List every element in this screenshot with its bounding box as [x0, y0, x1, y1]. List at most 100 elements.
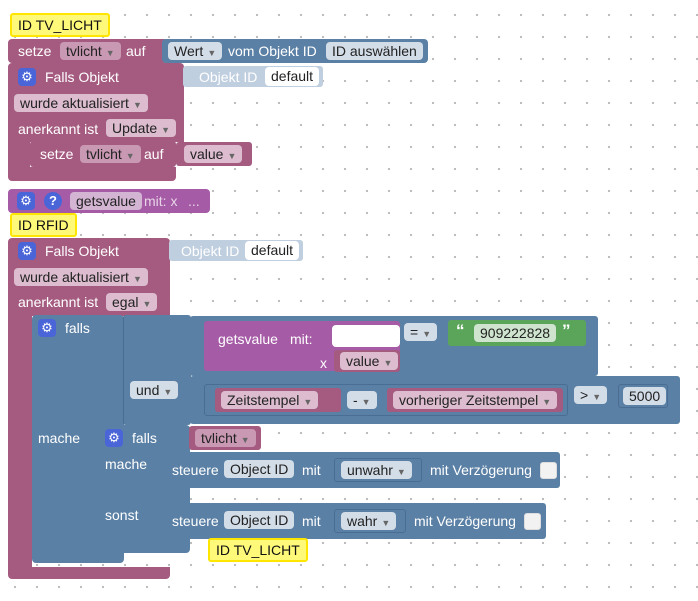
- trigger-value: wurde aktualisiert: [20, 269, 129, 285]
- vom-objekt-label: vom Objekt ID: [228, 43, 317, 59]
- mache-label: mache: [38, 430, 81, 446]
- value-name: value: [190, 146, 224, 162]
- triangle-down-icon: ▼: [132, 274, 142, 284]
- variable-dropdown[interactable]: tvlicht▼: [80, 145, 141, 163]
- function-ellipsis: ...: [188, 193, 200, 209]
- gear-icon[interactable]: ⚙: [105, 429, 123, 447]
- number-block[interactable]: 5000: [618, 384, 668, 408]
- objekt-id-block[interactable]: Objekt ID default: [183, 66, 323, 87]
- objekt-id-label: Objekt ID: [181, 243, 240, 259]
- falls-objekt-label: Falls Objekt: [45, 69, 119, 85]
- triangle-down-icon: ▼: [125, 151, 135, 161]
- triangle-down-icon: ▼: [132, 100, 142, 110]
- get-value-block[interactable]: Wert▼ vom Objekt ID ID auswählen: [162, 39, 428, 63]
- text-value[interactable]: 909222828: [474, 324, 557, 342]
- value-dropdown[interactable]: value▼: [184, 145, 243, 163]
- question-icon[interactable]: ?: [44, 192, 62, 210]
- objekt-id-label: Objekt ID: [199, 69, 258, 85]
- trigger-body: wurde aktualisiert▼ anerkannt ist egal▼: [8, 264, 170, 316]
- trigger-dropdown[interactable]: wurde aktualisiert▼: [14, 268, 148, 286]
- anerkannt-label: anerkannt ist: [18, 121, 99, 137]
- delay-checkbox[interactable]: [524, 513, 541, 530]
- steuere-label: steuere: [172, 462, 219, 478]
- minus-dropdown[interactable]: -▼: [347, 391, 377, 409]
- quote-close: ”: [562, 321, 571, 340]
- vorheriger-zeitstempel-block[interactable]: vorheriger Zeitstempel▼: [387, 388, 563, 412]
- triangle-down-icon: ▼: [142, 299, 152, 309]
- variable-name: tvlicht: [66, 43, 102, 59]
- anerkannt-label: anerkannt ist: [18, 294, 99, 310]
- trigger-header[interactable]: ⚙ Falls Objekt: [8, 238, 170, 264]
- zeitstempel-block[interactable]: Zeitstempel▼: [215, 388, 341, 412]
- triangle-down-icon: ▼: [396, 467, 406, 477]
- anerkannt-value: egal: [112, 294, 139, 310]
- mit-label: mit: [302, 513, 321, 529]
- vorheriger-zeitstempel-dropdown[interactable]: vorheriger Zeitstempel▼: [393, 391, 558, 409]
- condition-variable-block[interactable]: tvlicht▼: [189, 426, 261, 450]
- value-block[interactable]: value▼: [334, 350, 400, 372]
- id-auswaehlen-button[interactable]: ID auswählen: [326, 42, 423, 60]
- inner-sonst-label: sonst: [105, 507, 139, 523]
- triangle-down-icon: ▼: [422, 329, 432, 339]
- gear-icon[interactable]: ⚙: [18, 68, 36, 86]
- zeitstempel-dropdown[interactable]: Zeitstempel▼: [221, 391, 319, 409]
- comment-tv-licht-bottom[interactable]: ID TV_LICHT: [208, 538, 308, 562]
- triangle-down-icon: ▼: [163, 387, 173, 397]
- inner-setze-block[interactable]: setze tvlicht▼ auf: [30, 141, 176, 167]
- steuere-block[interactable]: steuere Object ID mit unwahr▼ mit Verzög…: [162, 452, 560, 488]
- and-block[interactable]: und▼: [123, 315, 191, 425]
- gear-icon[interactable]: ⚙: [17, 192, 35, 210]
- objekt-id-block[interactable]: Objekt ID default: [169, 240, 303, 261]
- tvlicht-dropdown[interactable]: tvlicht▼: [195, 429, 256, 447]
- function-call-block[interactable]: getsvalue mit: x value▼: [204, 321, 400, 372]
- steuere-block[interactable]: steuere Object ID mit wahr▼ mit Verzöger…: [162, 503, 546, 539]
- wert-dropdown[interactable]: Wert▼: [168, 42, 223, 60]
- function-args: mit: x: [144, 193, 178, 209]
- comment-tv-licht-top[interactable]: ID TV_LICHT: [10, 13, 110, 37]
- trigger-header[interactable]: ⚙ Falls Objekt: [8, 63, 184, 89]
- inner-falls-label: falls: [132, 430, 157, 446]
- trigger-spine: [8, 141, 30, 168]
- objekt-id-value[interactable]: default: [265, 67, 320, 86]
- delay-label: mit Verzögerung: [430, 462, 532, 478]
- object-id-button[interactable]: Object ID: [224, 460, 295, 478]
- triangle-down-icon: ▼: [592, 392, 602, 402]
- boolean-dropdown[interactable]: unwahr▼: [341, 461, 412, 479]
- mit-label: mit: [302, 462, 321, 478]
- compare-greater-block[interactable]: Zeitstempel▼ -▼ vorheriger Zeitstempel▼ …: [190, 376, 680, 424]
- triangle-down-icon: ▼: [105, 48, 115, 58]
- and-dropdown[interactable]: und▼: [130, 381, 179, 399]
- value-name: value: [346, 353, 380, 369]
- trigger-spine: [8, 315, 32, 569]
- value-dropdown[interactable]: value▼: [340, 352, 399, 370]
- gear-icon[interactable]: ⚙: [18, 242, 36, 260]
- compare-equal-block[interactable]: getsvalue mit: x value▼ =▼ “ 909222828 ”: [190, 316, 598, 376]
- boolean-block[interactable]: unwahr▼: [334, 458, 422, 482]
- comment-rfid[interactable]: ID RFID: [10, 213, 77, 237]
- trigger-footer: [8, 167, 176, 181]
- call-empty-slot[interactable]: [332, 325, 400, 347]
- math-minus-block[interactable]: Zeitstempel▼ -▼ vorheriger Zeitstempel▼: [204, 384, 568, 416]
- anerkannt-value: Update: [112, 120, 158, 136]
- boolean-dropdown[interactable]: wahr▼: [341, 512, 397, 530]
- setze-block[interactable]: setze tvlicht▼ auf: [8, 39, 168, 63]
- quote-open: “: [456, 321, 465, 340]
- gear-icon[interactable]: ⚙: [38, 319, 56, 337]
- function-block[interactable]: ⚙ ? getsvalue mit: x ...: [8, 189, 210, 213]
- objekt-id-value[interactable]: default: [245, 241, 300, 260]
- function-name[interactable]: getsvalue: [70, 192, 142, 210]
- trigger-value: wurde aktualisiert: [20, 95, 129, 111]
- boolean-block[interactable]: wahr▼: [334, 509, 406, 533]
- number-value[interactable]: 5000: [623, 387, 667, 405]
- value-block[interactable]: value▼: [176, 142, 252, 166]
- anerkannt-dropdown[interactable]: Update▼: [106, 119, 177, 137]
- anerkannt-dropdown[interactable]: egal▼: [106, 293, 158, 311]
- greater-dropdown[interactable]: >▼: [574, 386, 608, 404]
- trigger-dropdown[interactable]: wurde aktualisiert▼: [14, 94, 148, 112]
- equal-dropdown[interactable]: =▼: [404, 323, 438, 341]
- delay-label: mit Verzögerung: [414, 513, 516, 529]
- variable-dropdown[interactable]: tvlicht▼: [60, 42, 121, 60]
- object-id-button[interactable]: Object ID: [224, 511, 295, 529]
- text-block[interactable]: “ 909222828 ”: [448, 320, 586, 346]
- delay-checkbox[interactable]: [540, 462, 557, 479]
